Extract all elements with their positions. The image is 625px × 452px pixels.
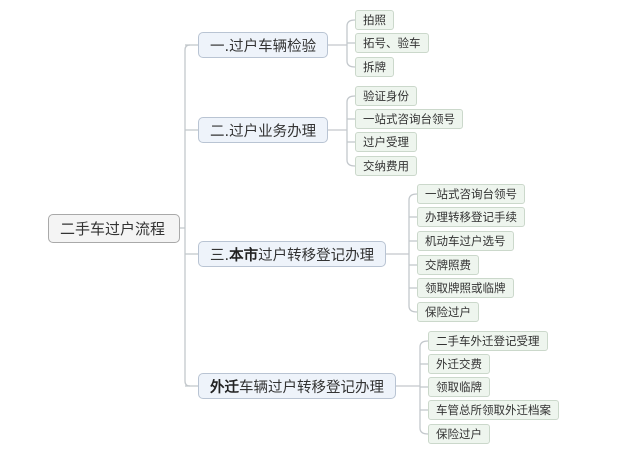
leaf-node[interactable]: 二手车外迁登记受理 xyxy=(428,331,548,351)
branch-label-prefix: 三. xyxy=(210,247,230,264)
leaf-node[interactable]: 机动车过户选号 xyxy=(417,231,514,251)
leaf-node[interactable]: 一站式咨询台领号 xyxy=(417,184,525,204)
leaf-node[interactable]: 领取临牌 xyxy=(428,377,490,397)
leaf-node[interactable]: 外迁交费 xyxy=(428,354,490,374)
leaf-node[interactable]: 办理转移登记手续 xyxy=(417,207,525,227)
branch-label-bold: 本市 xyxy=(229,247,259,264)
leaf-node[interactable]: 保险过户 xyxy=(417,302,479,322)
branch-node[interactable]: 二.过户业务办理 xyxy=(198,117,329,143)
branch-label-rest: 车辆过户转移登记办理 xyxy=(239,379,384,396)
leaf-node[interactable]: 拍照 xyxy=(355,10,394,30)
branch-label-prefix: 一. xyxy=(210,38,230,55)
branch-label-rest: 过户车辆检验 xyxy=(229,38,317,55)
branch-label-prefix: 二. xyxy=(210,123,230,140)
leaf-node[interactable]: 保险过户 xyxy=(428,424,490,444)
branch-label-rest: 过户业务办理 xyxy=(229,123,317,140)
leaf-node[interactable]: 领取牌照或临牌 xyxy=(417,278,514,298)
branch-node[interactable]: 三.本市过户转移登记办理 xyxy=(198,241,387,267)
root-node[interactable]: 二手车过户流程 xyxy=(48,214,180,243)
branch-node[interactable]: 一.过户车辆检验 xyxy=(198,32,329,58)
leaf-node[interactable]: 车管总所领取外迁档案 xyxy=(428,400,559,420)
leaf-node[interactable]: 交牌照费 xyxy=(417,255,479,275)
leaf-node[interactable]: 过户受理 xyxy=(355,132,417,152)
branch-node[interactable]: 外迁车辆过户转移登记办理 xyxy=(198,373,396,399)
leaf-node[interactable]: 验证身份 xyxy=(355,86,417,106)
leaf-node[interactable]: 拆牌 xyxy=(355,57,394,77)
branch-label-rest: 过户转移登记办理 xyxy=(258,247,375,264)
branch-label-bold: 外迁 xyxy=(210,379,239,396)
connector-line xyxy=(346,95,356,167)
connector-line xyxy=(408,193,418,313)
connector-line xyxy=(184,44,191,387)
leaf-node[interactable]: 交纳费用 xyxy=(355,156,417,176)
leaf-node[interactable]: 一站式咨询台领号 xyxy=(355,109,463,129)
leaf-node[interactable]: 拓号、验车 xyxy=(355,33,429,53)
